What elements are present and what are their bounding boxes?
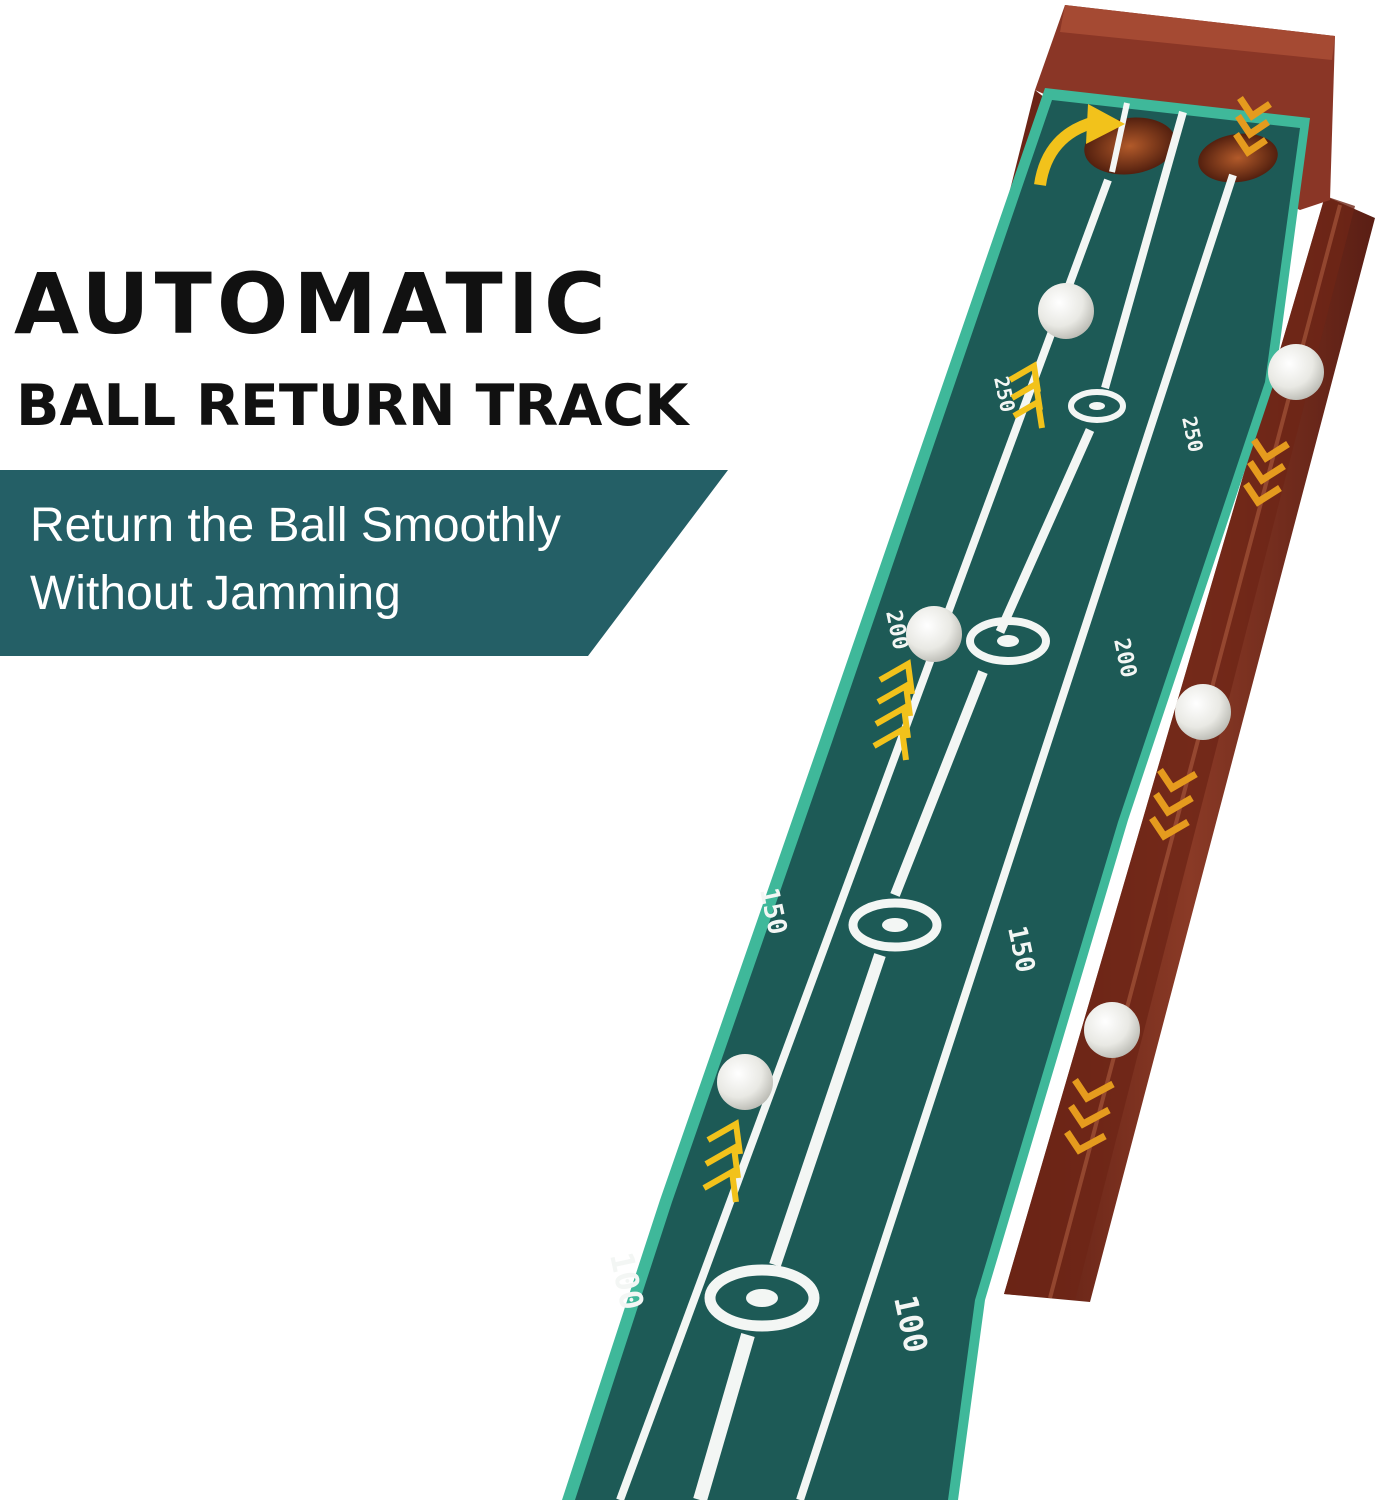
banner-text-line-1: Return the Ball Smoothly — [30, 499, 561, 552]
golf-ball — [1084, 1002, 1140, 1058]
banner-text-line-2: Without Jamming — [30, 567, 401, 620]
banner-background — [0, 470, 728, 656]
headline-secondary: BALL RETURN TRACK — [16, 373, 689, 439]
target-rings — [704, 389, 1126, 1332]
golf-ball — [1175, 684, 1231, 740]
golf-ball — [1038, 283, 1094, 339]
return-direction-arrows — [1064, 96, 1290, 1155]
feature-banner: Return the Ball Smoothly Without Jamming — [0, 470, 728, 656]
curved-arrow-icon — [1034, 116, 1097, 187]
golf-ball — [1268, 344, 1324, 400]
curved-arrow-head-icon — [1086, 104, 1125, 144]
putt-direction-arrows — [702, 361, 1045, 1203]
putting-lines — [616, 102, 1237, 1502]
headline-primary: AUTOMATIC — [14, 255, 611, 353]
golf-ball — [717, 1054, 773, 1110]
golf-ball — [906, 606, 962, 662]
golf-balls — [717, 283, 1324, 1110]
